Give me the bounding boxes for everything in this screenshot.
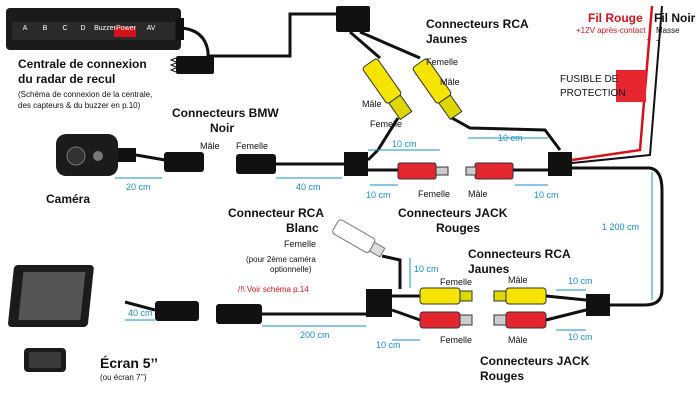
central-note-1: (Schéma de connexion de la centrale, [18,90,153,99]
jack-red-bottom-female [419,311,461,329]
bmw-male-connector [164,152,204,172]
rca-white-title-2: Blanc [286,221,319,235]
rca-yellow-bottom-title-2: Jaunes [468,262,510,276]
dist-rca-top-right: 10 cm [498,133,523,143]
dist-jack-top-right: 10 cm [534,190,559,200]
rca-yellow-top-female-a: Femelle [426,57,459,67]
rca-white-title-1: Connecteur RCA [228,206,325,220]
rca-white-female: Femelle [284,239,317,249]
rca-yellow-bottom-female [419,287,461,305]
junction-top-left [344,152,368,176]
central-note-2: des capteurs & du buzzer en p.10) [18,101,141,110]
bmw-title-1: Connecteurs BMW [172,106,279,120]
black-wire-label: Fil Noir [654,11,696,25]
screen-connector-female [216,304,262,324]
port-power: Power [116,25,136,32]
rca-yellow-bottom-male-a: Mâle [508,275,528,285]
dist-bottom-left: 10 cm [376,340,401,350]
screen-sub: (ou écran 7’’) [100,373,147,382]
central-title-1: Centrale de connexion [18,57,147,71]
dist-camera: 20 cm [126,182,151,192]
screen-unit [8,265,94,372]
rca-yellow-bottom-female-b: Femelle [440,335,473,345]
minus-label: - [656,35,659,45]
fuse-label-1: FUSIBLE DE [560,74,619,85]
dist-jack-top-left: 10 cm [366,190,391,200]
dist-rca-top-left: 10 cm [392,139,417,149]
dist-bottom-right-bottom: 10 cm [568,332,593,342]
bmw-male-label: Mâle [200,141,220,151]
rca-yellow-top-right [412,58,463,121]
dist-white-rca: 10 cm [414,264,439,274]
rca-yellow-bottom-title-1: Connecteurs RCA [468,247,571,261]
screen-label: Écran 5’’ [100,355,158,371]
central-title-2: du radar de recul [18,72,116,86]
rca-white [332,219,386,258]
dist-screen-cable: 200 cm [300,330,330,340]
fuse-label-2: PROTECTION [560,88,626,99]
junction-bottom-left [366,289,392,317]
junction-top-right [548,152,572,176]
black-wire-sub: Masse [656,26,680,35]
rca-yellow-top-left [362,58,413,121]
plus-label: + [646,35,652,45]
bmw-title-2: Noir [210,121,234,135]
screen-connector-male [155,301,199,321]
port-av: AV [146,25,156,32]
central-unit [6,8,184,50]
rca-white-note-2: optionnelle) [270,265,312,274]
y-splitter-top [336,6,370,32]
camera-label: Caméra [46,192,91,206]
rca-white-note-1: (pour 2ème caméra [246,255,316,264]
jack-top-male: Mâle [468,189,488,199]
rca-yellow-bottom-male [505,287,547,305]
rca-yellow-bottom-female-a: Femelle [440,277,473,287]
port-c: C [62,25,68,32]
rca-yellow-top-female-b: Femelle [370,119,403,129]
jack-red-top-female [397,162,437,180]
rca-yellow-bottom-male-b: Mâle [508,335,528,345]
bmw-female-connector [236,154,276,174]
jack-bottom-title-1: Connecteurs JACK [480,354,590,368]
port-d: D [80,25,86,32]
jack-top-title-2: Rouges [436,221,481,235]
camera-unit [56,134,136,176]
rca-yellow-top-title-2: Jaunes [426,32,468,46]
jack-top-title-1: Connecteurs JACK [398,206,508,220]
rca-white-warning: /!\ Voir schéma p.14 [238,285,309,294]
dist-long: 1 200 cm [602,222,640,232]
red-wire-sub: +12V après-contact [576,26,646,35]
jack-bottom-title-2: Rouges [480,369,525,383]
bmw-female-label: Femelle [236,141,269,151]
dimension-lines [115,137,653,341]
red-wire-label: Fil Rouge [588,11,643,25]
jack-red-top-male [474,162,514,180]
port-b: B [42,25,48,32]
junction-bottom-right [586,294,610,316]
rca-yellow-top-male-b: Mâle [362,99,382,109]
port-a: A [22,25,28,32]
jack-red-bottom-male [505,311,547,329]
port-buzzer: Buzzer [94,25,116,32]
rca-yellow-top-male-a: Mâle [440,77,460,87]
fuse [616,70,646,102]
rca-yellow-top-title-1: Connecteurs RCA [426,17,529,31]
jack-top-female: Femelle [418,189,451,199]
dist-bottom-right-top: 10 cm [568,276,593,286]
dist-bmw: 40 cm [296,182,321,192]
dist-screen: 40 cm [128,308,153,318]
